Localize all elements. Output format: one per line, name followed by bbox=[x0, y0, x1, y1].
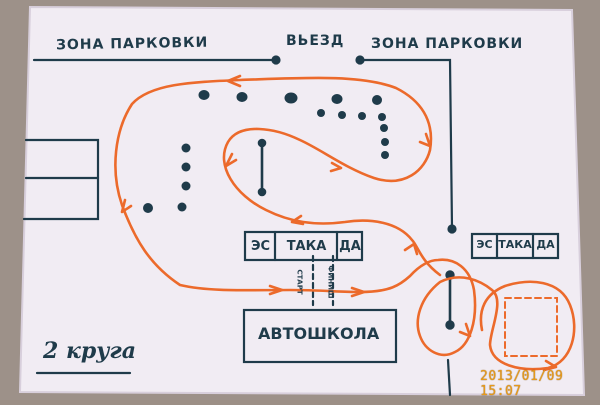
bottom-post bbox=[446, 358, 452, 397]
parking-boundary-right bbox=[358, 58, 454, 230]
exit-label: ВЬЕЗД bbox=[286, 33, 345, 49]
estakada-center-cell: ЭС bbox=[250, 239, 271, 254]
estakada-right-cell: ЭС bbox=[476, 238, 493, 251]
ink-lines bbox=[22, 55, 560, 397]
paper-sheet bbox=[20, 7, 584, 395]
estakada-right-cell: ТАКА bbox=[498, 238, 532, 251]
driving-school-box bbox=[242, 308, 398, 364]
finish-label: ФИНИШ bbox=[326, 265, 335, 299]
driving-school-label: АВТОШКОЛА bbox=[258, 324, 380, 343]
parking-zone-left-label: ЗОНА ПАРКОВКИ bbox=[55, 34, 209, 54]
left-box bbox=[22, 138, 100, 221]
driving-route bbox=[114, 74, 576, 372]
estakada-center-cell: ДА bbox=[339, 239, 361, 254]
estakada-center-cell: ТАКА bbox=[286, 239, 327, 254]
date-stamp: 2013/01/09 15:07 bbox=[480, 369, 564, 399]
parking-zone-right-label: ЗОНА ПАРКОВКИ bbox=[371, 36, 524, 52]
estakada-right-cell: ДА bbox=[536, 238, 555, 251]
parking-spot-dashed bbox=[504, 297, 558, 357]
start-finish-lines bbox=[311, 254, 335, 307]
estakada-center-box bbox=[243, 230, 364, 262]
start-label: СТАРТ bbox=[295, 269, 304, 295]
estakada-right-box bbox=[470, 232, 560, 260]
cones bbox=[143, 90, 389, 213]
laps-label: 2 круга bbox=[43, 338, 137, 364]
